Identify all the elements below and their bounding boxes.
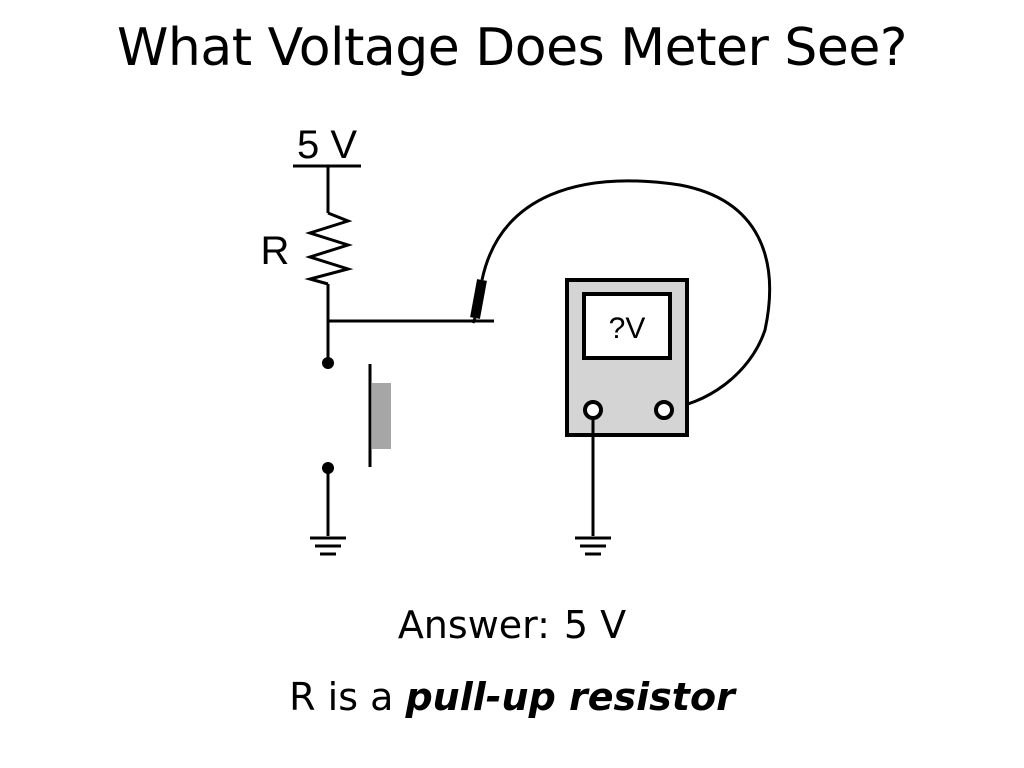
- explanation-prefix: R is a: [289, 675, 394, 719]
- meter-terminal-right: [654, 400, 674, 420]
- switch-top-contact: [322, 357, 334, 369]
- slide-title: What Voltage Does Meter See?: [117, 18, 907, 78]
- multimeter: ?V: [565, 278, 689, 437]
- ground-symbol-left: [310, 536, 346, 556]
- probe-cable: [480, 179, 772, 411]
- meter-terminal-left: [583, 400, 603, 420]
- meter-display-text: ?V: [609, 312, 646, 345]
- probe-tip: [470, 279, 487, 324]
- answer-prefix: Answer:: [397, 603, 550, 647]
- resistor-label: R: [261, 229, 290, 273]
- switch-button-cap: [372, 383, 391, 449]
- explanation-emphasis: pull-up resistor: [405, 675, 735, 719]
- answer-value: 5 V: [563, 603, 627, 647]
- resistor-symbol: [304, 211, 354, 286]
- meter-display: [582, 292, 672, 360]
- ground-symbol-right: [575, 536, 611, 556]
- supply-voltage-label: 5 V: [297, 123, 357, 167]
- answer-line: Answer: 5 V: [0, 603, 1024, 647]
- explanation-line: R is a pull-up resistor: [0, 675, 1024, 719]
